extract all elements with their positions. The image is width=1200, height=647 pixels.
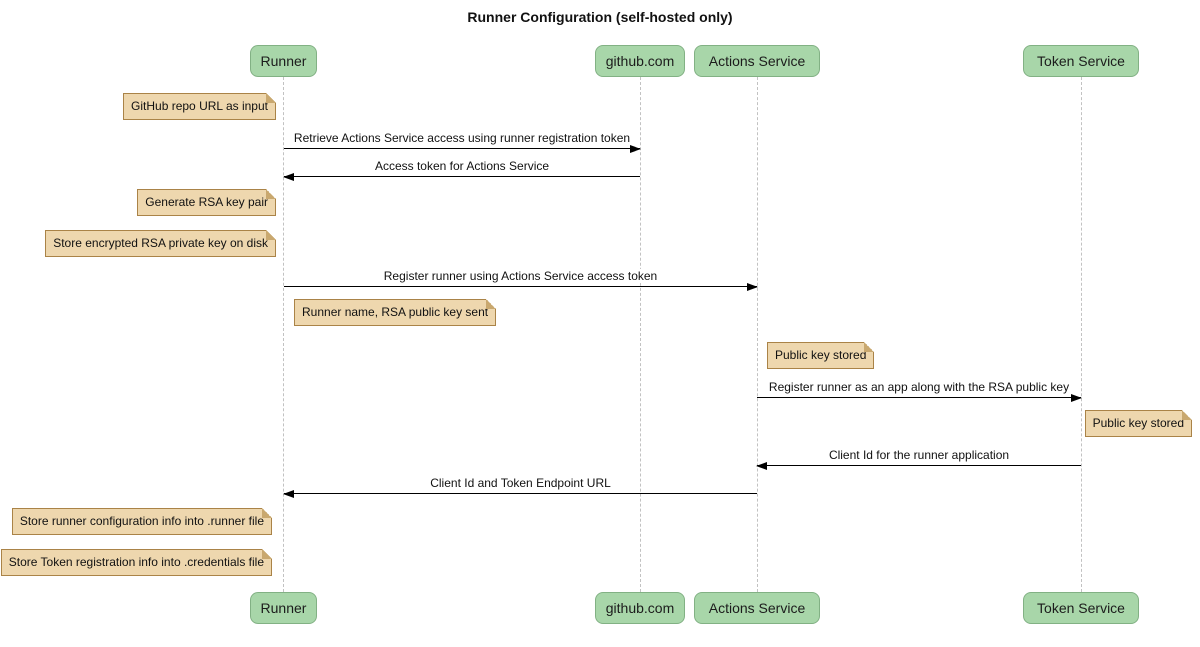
message-arrow (283, 490, 757, 498)
participant-bottom-token-service: Token Service (1023, 592, 1139, 624)
message-arrow (756, 462, 1081, 470)
note-github-repo-url: GitHub repo URL as input (123, 93, 276, 120)
participant-top-actions-service: Actions Service (694, 45, 820, 77)
participant-bottom-actions-service: Actions Service (694, 592, 820, 624)
participant-top-github: github.com (595, 45, 685, 77)
participant-bottom-github: github.com (595, 592, 685, 624)
participant-label: Runner (260, 600, 307, 616)
message-label: Retrieve Actions Service access using ru… (284, 131, 640, 145)
message-label: Client Id for the runner application (757, 448, 1081, 462)
participant-label: Token Service (1037, 53, 1125, 69)
participant-label: Token Service (1037, 600, 1125, 616)
participant-label: github.com (605, 600, 675, 616)
note-store-token-registration: Store Token registration info into .cred… (0, 549, 273, 576)
note-runner-name-public-key: Runner name, RSA public key sent (294, 299, 497, 326)
participant-label: Actions Service (708, 600, 806, 616)
lifeline-runner (283, 77, 284, 592)
participant-label: github.com (605, 53, 675, 69)
note-generate-rsa-key-pair: Generate RSA key pair (137, 189, 276, 216)
note-store-encrypted-key: Store encrypted RSA private key on disk (45, 230, 276, 257)
message-label: Access token for Actions Service (284, 159, 640, 173)
message-label: Client Id and Token Endpoint URL (284, 476, 757, 490)
participant-label: Actions Service (708, 53, 806, 69)
message-label: Register runner using Actions Service ac… (284, 269, 757, 283)
participant-bottom-runner: Runner (250, 592, 317, 624)
message-arrow (757, 394, 1082, 402)
note-store-runner-config: Store runner configuration info into .ru… (11, 508, 273, 535)
message-client-id-endpoint: Client Id and Token Endpoint URL (283, 476, 757, 498)
participant-top-runner: Runner (250, 45, 317, 77)
message-arrow (283, 173, 640, 181)
lifeline-actions-service (757, 77, 758, 592)
message-arrow (284, 283, 758, 291)
participant-top-token-service: Token Service (1023, 45, 1139, 77)
note-public-key-stored-actions: Public key stored (767, 342, 875, 369)
message-register-runner-app: Register runner as an app along with the… (757, 380, 1082, 402)
lifeline-token-service (1081, 77, 1082, 592)
lifeline-github (640, 77, 641, 592)
message-label: Register runner as an app along with the… (757, 380, 1081, 394)
note-public-key-stored-token: Public key stored (1084, 410, 1193, 437)
message-retrieve-actions-access: Retrieve Actions Service access using ru… (284, 131, 641, 153)
message-access-token-response: Access token for Actions Service (283, 159, 640, 181)
message-register-runner: Register runner using Actions Service ac… (284, 269, 758, 291)
participant-label: Runner (260, 53, 307, 69)
message-client-id-response: Client Id for the runner application (756, 448, 1081, 470)
message-arrow (284, 145, 641, 153)
diagram-title: Runner Configuration (self-hosted only) (467, 9, 733, 25)
